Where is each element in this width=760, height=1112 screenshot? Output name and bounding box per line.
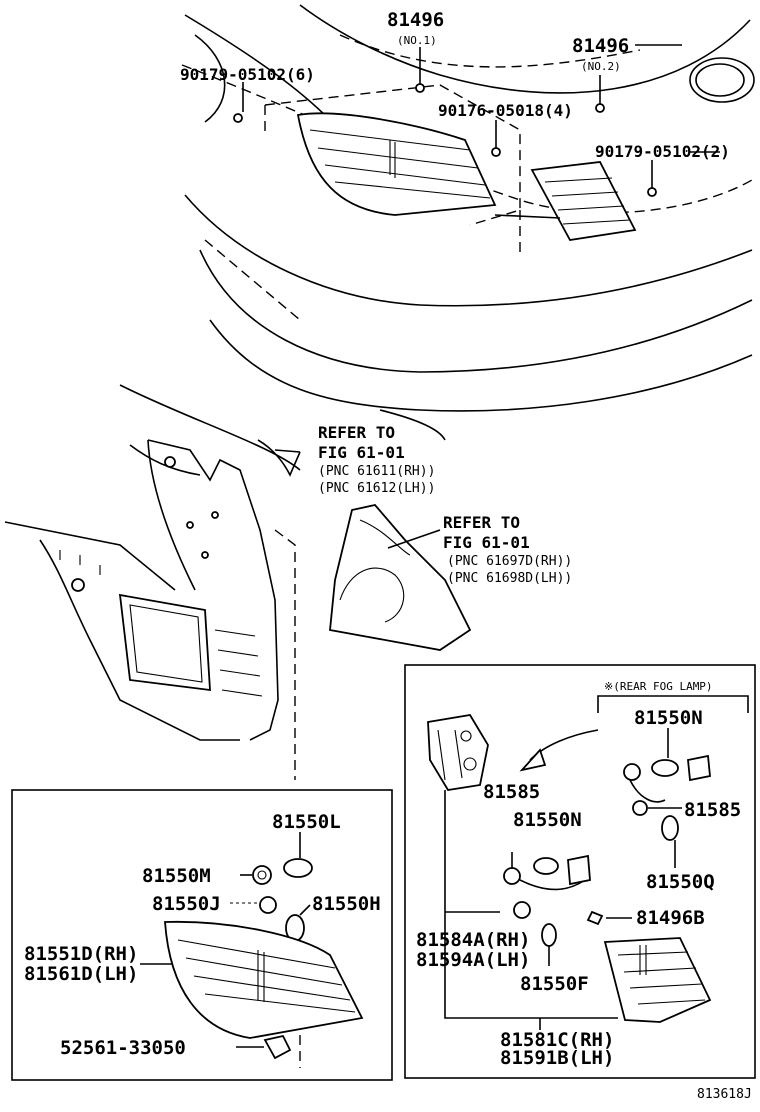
refer-to-2-line4: (PNC 61698D(LH))	[447, 571, 572, 586]
refer-to-1-line2: FIG 61-01	[318, 443, 405, 462]
label-81496-no2: 81496	[572, 35, 629, 57]
refer-to-1-line1: REFER TO	[318, 423, 395, 442]
label-81496-no1-sub: (NO.1)	[397, 34, 437, 47]
label-81496-no2-sub: (NO.2)	[581, 60, 621, 73]
label-81591B-lh: 81591B(LH)	[500, 1047, 614, 1069]
label-90176-05018-4: 90176-05018(4)	[438, 101, 573, 120]
label-81550H: 81550H	[312, 893, 381, 915]
label-90179-05102-6: 90179-05102(6)	[180, 65, 315, 84]
label-81594A-lh: 81594A(LH)	[416, 949, 530, 971]
label-81496-no1: 81496	[387, 9, 444, 31]
callout-labels: 81496 (NO.1) 81496 (NO.2) 90179-05102(6)…	[24, 9, 752, 1102]
refer-to-2-line3: (PNC 61697D(RH))	[447, 554, 572, 569]
refer-to-1-line4: (PNC 61612(LH))	[318, 481, 435, 496]
label-81550M: 81550M	[142, 865, 211, 887]
refer-to-2-line1: REFER TO	[443, 513, 520, 532]
detail-box-left	[11, 789, 393, 1081]
right-box-parts	[427, 695, 749, 1030]
refer-to-2-line2: FIG 61-01	[443, 533, 530, 552]
label-81581C-rh: 81581C(RH)	[500, 1029, 614, 1051]
label-81585-mid: 81585	[483, 781, 540, 803]
label-52561-33050: 52561-33050	[60, 1037, 186, 1059]
figure-id: 813618J	[697, 1087, 752, 1102]
label-81584A-rh: 81584A(RH)	[416, 929, 530, 951]
tail-lamp-body-inner	[494, 161, 637, 241]
label-81551D-rh: 81551D(RH)	[24, 943, 138, 965]
label-81585-right: 81585	[684, 799, 741, 821]
label-90179-05102-2: 90179-05102(2)	[595, 142, 730, 161]
car-body-outline	[119, 4, 755, 471]
label-81550Q: 81550Q	[646, 871, 715, 893]
label-rear-fog-lamp-note: ※(REAR FOG LAMP)	[604, 680, 713, 693]
tail-lamp-body-outer	[296, 112, 497, 216]
label-81496B: 81496B	[636, 907, 705, 929]
label-81550L: 81550L	[272, 811, 341, 833]
quarter-extension	[329, 504, 472, 651]
quarter-panel-inner	[4, 439, 301, 780]
label-81550N-mid: 81550N	[513, 809, 582, 831]
label-81550F: 81550F	[520, 973, 589, 995]
detail-box-right	[404, 664, 756, 1079]
label-81550N-top: 81550N	[634, 707, 703, 729]
label-81561D-lh: 81561D(LH)	[24, 963, 138, 985]
left-box-parts	[140, 832, 364, 1068]
label-81550J: 81550J	[152, 893, 221, 915]
refer-to-1-line3: (PNC 61611(RH))	[318, 464, 435, 479]
fasteners-top	[233, 44, 720, 197]
